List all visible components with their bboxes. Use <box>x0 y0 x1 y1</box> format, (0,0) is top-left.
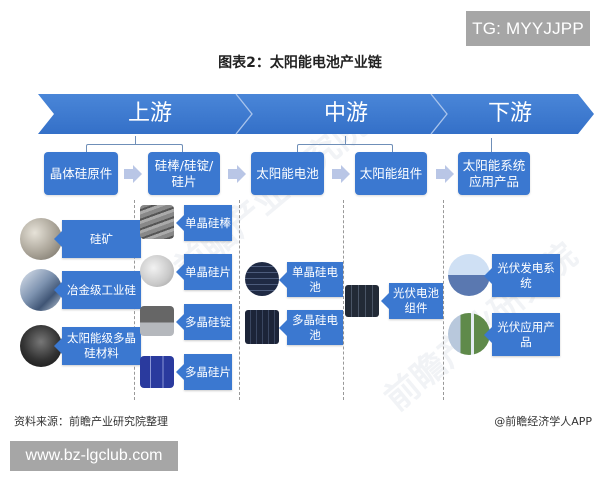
item-label: 单晶硅片 <box>176 254 232 290</box>
step-solar-module: 太阳能组件 <box>355 152 427 195</box>
item-label: 单晶硅棒 <box>176 205 232 241</box>
downstream-connector-arrow <box>491 138 492 152</box>
diagram-title: 图表2：太阳能电池产业链 <box>218 55 382 71</box>
mono-cell-image <box>245 262 279 296</box>
item-label: 多晶硅片 <box>176 354 232 390</box>
midstream-connector-stem <box>345 136 346 144</box>
column-divider <box>343 200 344 400</box>
column-divider <box>443 200 444 400</box>
item-label: 光伏应用产品 <box>484 313 560 356</box>
item-label: 太阳能级多晶硅材料 <box>54 327 141 365</box>
step-silicon-rod-ingot-wafer: 硅棒/硅锭/硅片 <box>148 152 220 195</box>
mono-silicon-wafer-image <box>140 255 174 287</box>
item-label: 多晶硅电池 <box>279 310 343 345</box>
item-label: 单晶硅电池 <box>279 262 343 297</box>
stage-banner <box>0 94 600 136</box>
poly-cell-image <box>245 310 279 344</box>
pv-street-light-image <box>448 313 490 355</box>
poly-silicon-wafer-image <box>140 356 174 388</box>
item-label: 硅矿 <box>54 220 141 258</box>
step-solar-cell: 太阳能电池 <box>251 152 324 195</box>
upstream-connector-bracket <box>86 144 183 152</box>
chevron-banner-shape <box>38 94 594 135</box>
url-watermark-badge: www.bz-lgclub.com <box>10 441 178 471</box>
item-label: 多晶硅锭 <box>176 304 232 340</box>
upstream-connector-stem <box>135 136 136 144</box>
poly-silicon-ingot-image <box>140 306 174 336</box>
item-label: 冶金级工业硅 <box>54 271 141 309</box>
stage-downstream-label: 下游 <box>487 101 532 126</box>
item-label: 光伏电池组件 <box>381 283 443 319</box>
midstream-connector-bracket <box>297 144 393 152</box>
stage-midstream-label: 中游 <box>323 101 368 126</box>
source-note: 资料来源：前瞻产业研究院整理 <box>14 415 168 428</box>
pv-module-image <box>345 285 379 317</box>
pv-power-station-image <box>448 254 490 296</box>
credit-note: @前瞻经济学人APP <box>494 415 592 428</box>
tg-watermark-badge: TG: MYYJJPP <box>466 11 590 46</box>
step-solar-system-products: 太阳能系统应用产品 <box>458 152 530 195</box>
column-divider <box>239 200 240 400</box>
item-label: 光伏发电系统 <box>484 254 560 297</box>
step-crystalline-silicon: 晶体硅原件 <box>44 152 118 195</box>
stage-upstream-label: 上游 <box>127 101 172 126</box>
mono-silicon-rod-image <box>140 205 174 239</box>
